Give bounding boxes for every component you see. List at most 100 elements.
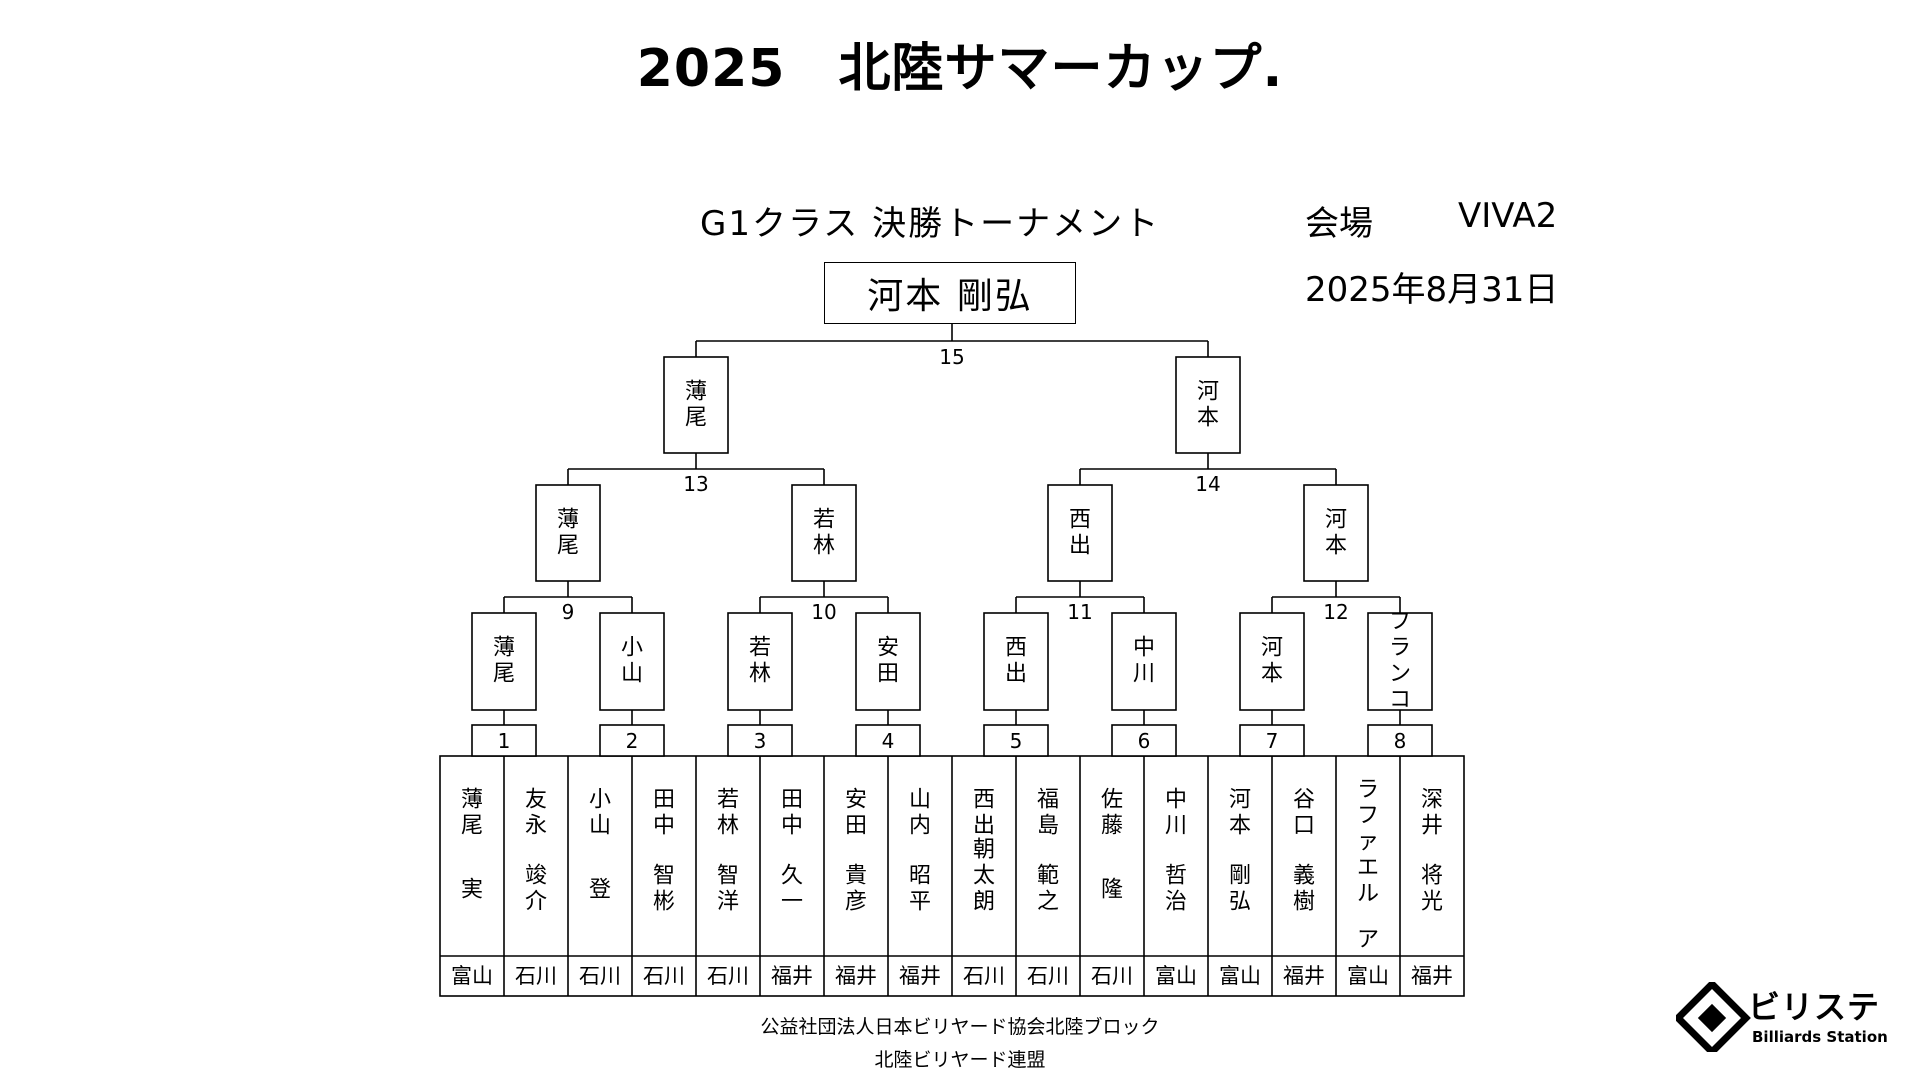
player-name: 久 (781, 864, 803, 889)
player-name: 林 (717, 814, 739, 839)
player-name: 出 (973, 814, 995, 839)
winner-name: 本 (1197, 406, 1219, 431)
winner-name: 小 (621, 636, 643, 661)
winner-name: 田 (877, 662, 899, 687)
match-number: 7 (1266, 729, 1279, 753)
match-number: 11 (1067, 600, 1092, 624)
first-round-match-box (1239, 724, 1305, 757)
winner-name: 中 (1133, 636, 1155, 661)
winner-name: 尾 (493, 662, 515, 687)
player-name: 樹 (1293, 890, 1315, 915)
player-name: 薄 (461, 788, 483, 813)
winner-name: 本 (1261, 662, 1283, 687)
player-name: 田 (781, 788, 803, 813)
winner-name: ラ (1389, 636, 1411, 661)
player-prefecture: 石川 (1091, 964, 1133, 988)
winner-name: 薄 (557, 508, 579, 533)
player-name: 深 (1421, 788, 1443, 813)
player-name: 実 (461, 878, 483, 903)
round1-winner-box (1367, 612, 1433, 711)
winner-name: 西 (1069, 508, 1091, 533)
player-name: 朝 (973, 838, 995, 863)
winner-name: 薄 (685, 380, 707, 405)
logo-text-en: Billiards Station (1752, 1028, 1888, 1046)
player-name: 小 (589, 788, 611, 813)
player-name: 将 (1421, 864, 1443, 889)
player-name: 彦 (845, 890, 867, 915)
quarterfinal-winner-box (791, 484, 857, 582)
player-name: 若 (717, 788, 739, 813)
player-name: 本 (1229, 814, 1251, 839)
player-prefecture: 富山 (1347, 964, 1389, 988)
match-number: 9 (562, 600, 575, 624)
player-name: ラ (1357, 778, 1379, 803)
footer-federation: 北陸ビリヤード連盟 (874, 1049, 1046, 1071)
winner-name: 出 (1005, 662, 1027, 687)
round1-winner-box (1111, 612, 1177, 711)
player-name: 貴 (845, 864, 867, 889)
winner-name: 林 (813, 534, 835, 559)
player-name: 山 (909, 788, 931, 813)
player-name: 範 (1037, 864, 1059, 889)
player-prefecture: 富山 (1155, 964, 1197, 988)
player-prefecture: 石川 (643, 964, 685, 988)
winner-name: 尾 (685, 406, 707, 431)
player-name: 洋 (717, 890, 739, 915)
player-prefecture: 石川 (963, 964, 1005, 988)
player-name: 登 (589, 878, 611, 903)
player-name: 島 (1037, 814, 1059, 839)
first-round-match-box (471, 724, 537, 757)
player-name: 平 (909, 890, 931, 915)
player-prefecture: 富山 (451, 964, 493, 988)
player-prefecture: 福井 (1411, 964, 1453, 988)
winner-name: 山 (621, 662, 643, 687)
match-number: 13 (683, 472, 708, 496)
first-round-match-box (727, 724, 793, 757)
footer-organization: 公益社団法人日本ビリヤード協会北陸ブロック (760, 1016, 1160, 1038)
player-prefecture: 富山 (1219, 964, 1261, 988)
player-name: 中 (653, 814, 675, 839)
match-number: 8 (1394, 729, 1407, 753)
winner-name: フ (1389, 610, 1411, 635)
winner-name: 河 (1325, 508, 1347, 533)
player-name: 之 (1037, 890, 1059, 915)
winner-name: 安 (877, 636, 899, 661)
semifinal-winner-box (1175, 356, 1241, 454)
player-prefecture: 石川 (579, 964, 621, 988)
match-number: 10 (811, 600, 836, 624)
venue-name: VIVA2 (1458, 196, 1558, 236)
player-name: 義 (1293, 864, 1315, 889)
winner-name: 林 (749, 662, 771, 687)
player-name: 太 (973, 864, 995, 889)
winner-name: 西 (1005, 636, 1027, 661)
quarterfinal-winner-box (535, 484, 601, 582)
first-round-match-box (1367, 724, 1433, 757)
player-name: 弘 (1229, 890, 1251, 915)
player-name: 福 (1037, 788, 1059, 813)
player-name: 介 (525, 890, 547, 915)
player-name: 剛 (1229, 864, 1251, 889)
player-prefecture: 福井 (899, 964, 941, 988)
logo-text-jp: ビリステ (1748, 988, 1881, 1026)
round1-winner-box (599, 612, 665, 711)
winner-name: 薄 (493, 636, 515, 661)
round1-winner-box (471, 612, 537, 711)
player-name: 朗 (973, 890, 995, 915)
player-prefecture: 石川 (707, 964, 749, 988)
match-number: 15 (939, 345, 964, 369)
player-prefecture: 福井 (1283, 964, 1325, 988)
winner-name: 本 (1325, 534, 1347, 559)
match-number: 4 (882, 729, 895, 753)
player-name: 隆 (1101, 878, 1123, 903)
player-name: 内 (909, 814, 931, 839)
player-prefecture: 福井 (771, 964, 813, 988)
player-name: 彬 (653, 890, 675, 915)
match-number: 6 (1138, 729, 1151, 753)
player-name: 田 (845, 814, 867, 839)
player-name: ル (1357, 882, 1379, 907)
player-name: 田 (653, 788, 675, 813)
match-number: 1 (498, 729, 511, 753)
player-name: 井 (1421, 814, 1443, 839)
player-name: 友 (525, 788, 547, 813)
